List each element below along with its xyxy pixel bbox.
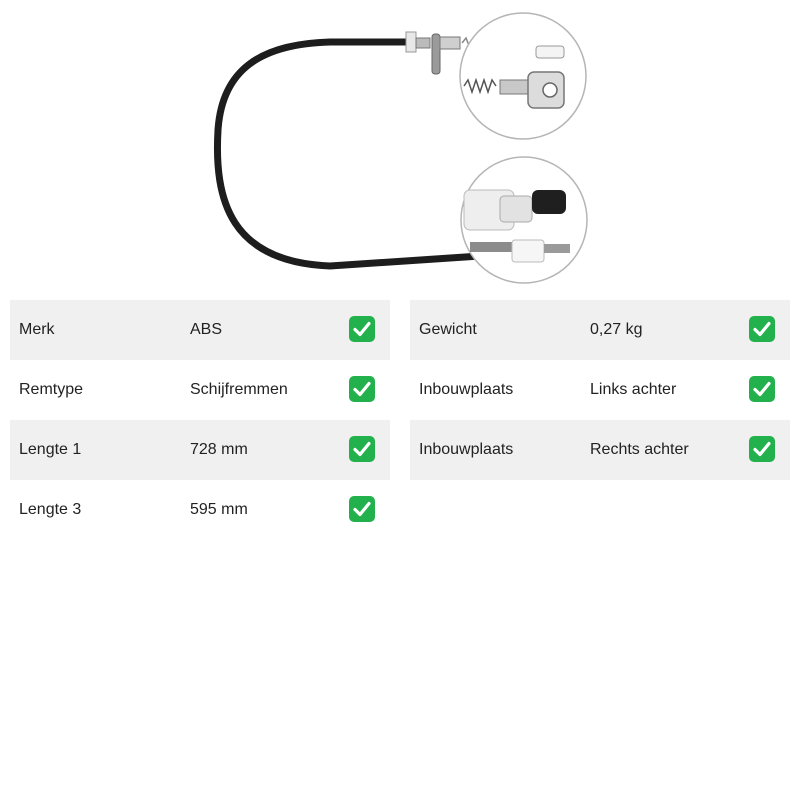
spec-value: 728 mm <box>190 441 248 458</box>
spec-table-left: Merk ABS Remtype Schijfremmen Lengte 1 7… <box>10 300 390 540</box>
spec-row: Gewicht 0,27 kg <box>410 300 790 360</box>
spec-row: Remtype Schijfremmen <box>10 360 390 420</box>
check-mark-icon <box>349 376 375 402</box>
spec-label: Gewicht <box>419 321 477 338</box>
check-mark-icon <box>749 316 775 342</box>
spec-value: ABS <box>190 321 223 338</box>
spec-row: Inbouwplaats Rechts achter <box>410 420 790 480</box>
spec-row: Merk ABS <box>10 300 390 360</box>
check-mark-icon <box>349 316 375 342</box>
spec-row: Inbouwplaats Links achter <box>410 360 790 420</box>
check-mark-icon <box>749 376 775 402</box>
check-mark-icon <box>349 436 375 462</box>
spec-label: Lengte 1 <box>19 441 82 458</box>
spec-label: Remtype <box>19 381 84 398</box>
spec-label: Inbouwplaats <box>419 381 514 398</box>
spec-value: Rechts achter <box>590 441 689 458</box>
spec-table-right: Gewicht 0,27 kg Inbouwplaats Links achte… <box>410 300 790 480</box>
spec-label: Lengte 3 <box>19 501 82 518</box>
spec-row: Lengte 1 728 mm <box>10 420 390 480</box>
spec-row: Lengte 3 595 mm <box>10 480 390 540</box>
brake-cable-image <box>214 12 588 284</box>
check-mark-icon <box>749 436 775 462</box>
spec-value: 0,27 kg <box>590 321 643 338</box>
spec-value: Schijfremmen <box>190 381 288 398</box>
check-mark-icon <box>349 496 375 522</box>
product-image <box>0 0 800 295</box>
spec-label: Inbouwplaats <box>419 441 514 458</box>
spec-value: 595 mm <box>190 501 248 518</box>
spec-label: Merk <box>19 321 55 338</box>
spec-value: Links achter <box>590 381 677 398</box>
